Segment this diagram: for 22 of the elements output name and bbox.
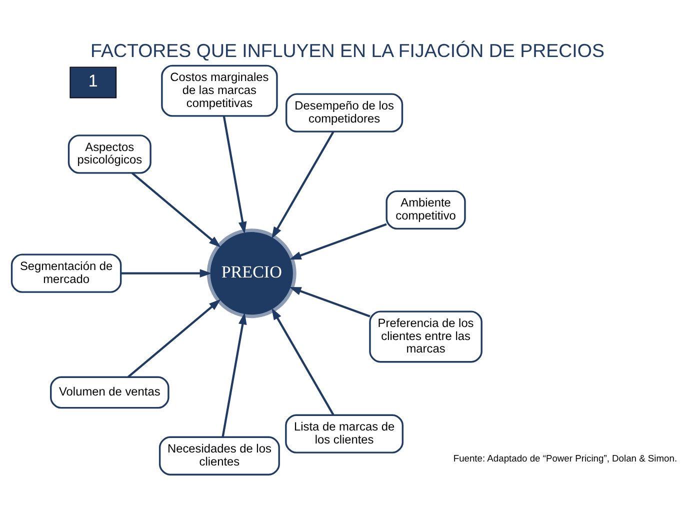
- arrow: [120, 269, 212, 278]
- diagram-title: FACTORES QUE INFLUYEN EN LA FIJACIÓN DE PRECIOS: [90, 40, 604, 61]
- arrow: [128, 299, 221, 378]
- arrow: [222, 312, 247, 438]
- arrow: [222, 116, 247, 234]
- arrow: [272, 308, 334, 416]
- node-box: Aspectos psicológicos: [68, 134, 152, 174]
- node-circle: PRECIO: [206, 228, 296, 318]
- node-box: Preferencia de los clientes entre las marcas: [369, 310, 482, 363]
- arrow: [289, 287, 370, 318]
- node-box: Lista de marcas de los clientes: [285, 414, 404, 454]
- node-box: Costos marginales de las marcas competitivas: [161, 64, 278, 117]
- arrow: [272, 131, 334, 239]
- node-box: Ambiente competitivo: [386, 190, 466, 230]
- node-box: Necesidades de los clientes: [158, 436, 280, 476]
- caption: Fuente: Adaptado de “Power Pricing”, Dolan & Simon.: [453, 453, 678, 464]
- arrow: [131, 172, 221, 248]
- label: 1: [88, 72, 98, 91]
- node-box: Segmentación de mercado: [10, 254, 122, 293]
- arrow: [289, 223, 387, 260]
- node-box: Volumen de ventas: [50, 376, 170, 409]
- node-box: Desempeño de los competidores: [286, 93, 404, 132]
